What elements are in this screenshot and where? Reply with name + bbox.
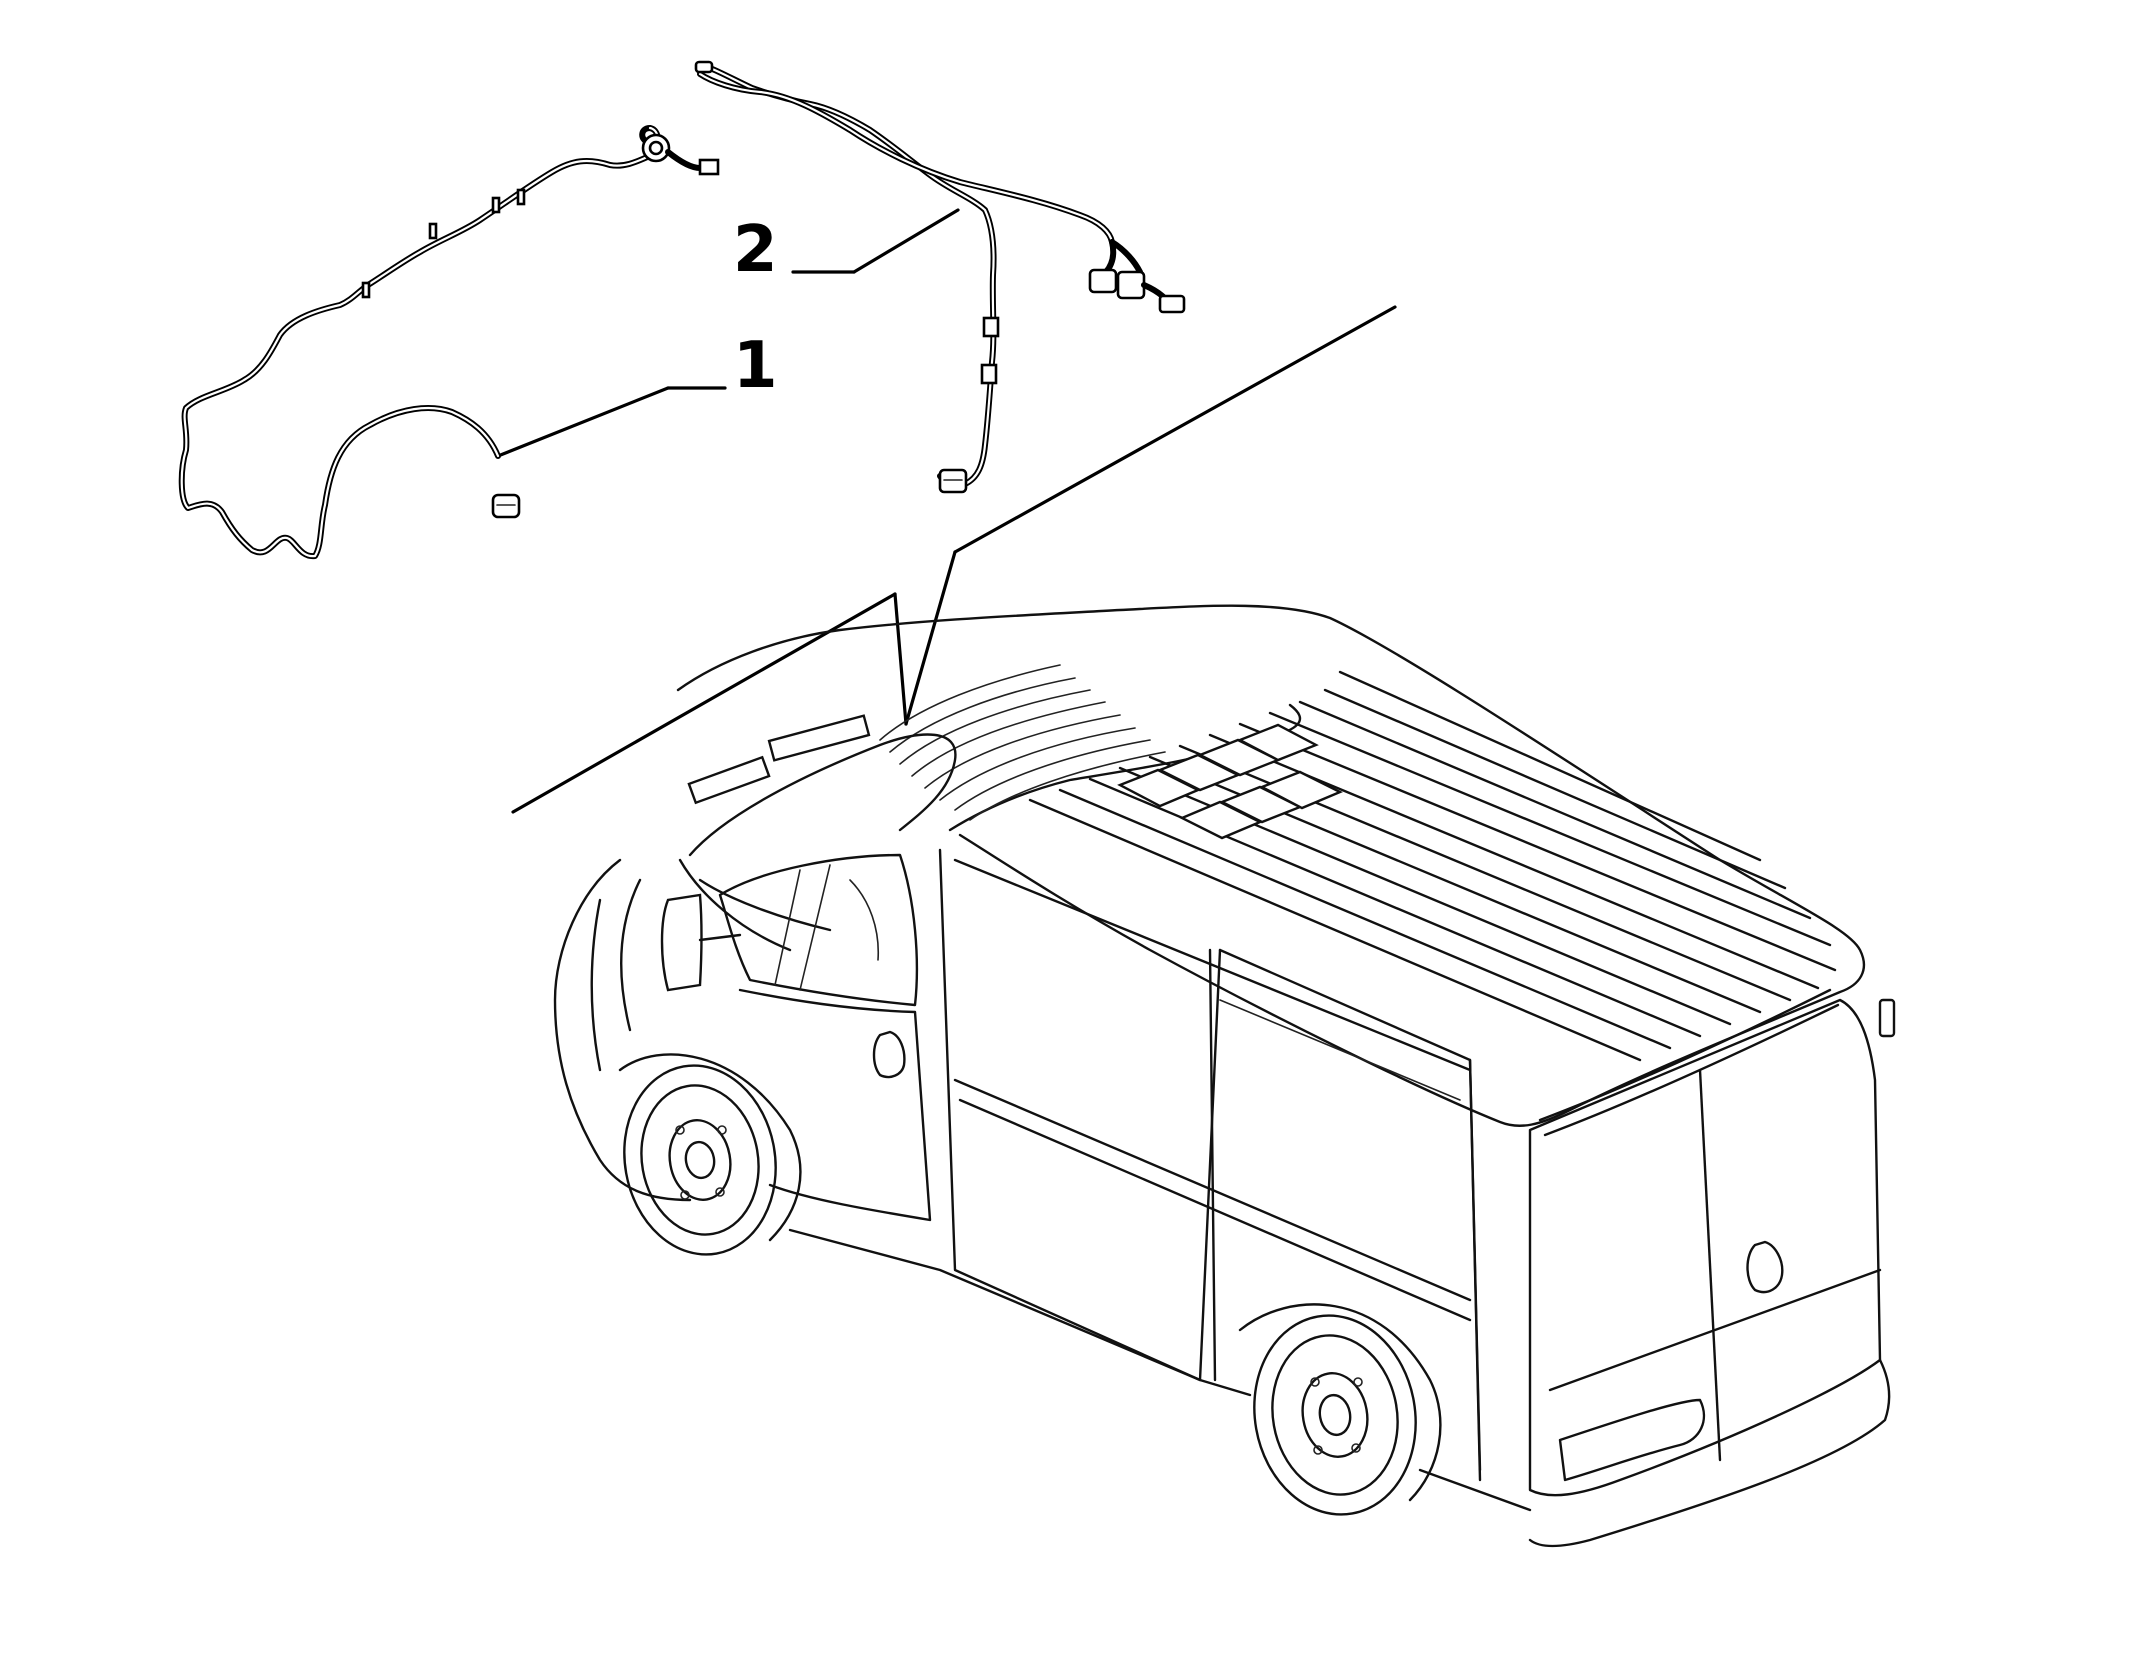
cab-roof-ribs [879, 664, 1166, 821]
cab-door [738, 988, 932, 1222]
rear-door-handle [1746, 1240, 1784, 1294]
wiring-harness-part-2[interactable] [694, 60, 1186, 494]
windshield [688, 733, 957, 857]
leader-lines [496, 208, 1397, 814]
van-illustration [553, 604, 1896, 1548]
rear-wheel [1238, 1303, 1442, 1516]
callout-2-label[interactable]: 2 [733, 213, 778, 287]
van-roof [676, 604, 1866, 1127]
hood-vents [687, 714, 871, 805]
callouts: 2 1 [733, 213, 778, 403]
cab-door-handle [872, 1030, 906, 1079]
front-wheel [618, 1053, 802, 1256]
side-body [938, 848, 1222, 1382]
roof-panels [1117, 723, 1343, 840]
roof-ribs [1028, 670, 1837, 1062]
callout-1-label[interactable]: 1 [733, 329, 778, 403]
rear-roof-edge [1538, 988, 1832, 1122]
rear-doors [1528, 998, 1882, 1497]
wiring-harness-part-1[interactable] [178, 125, 720, 560]
side-skirt [788, 1228, 1252, 1397]
cab-window [718, 853, 919, 1007]
side-mirror [660, 893, 742, 992]
rear-light [1878, 998, 1896, 1038]
